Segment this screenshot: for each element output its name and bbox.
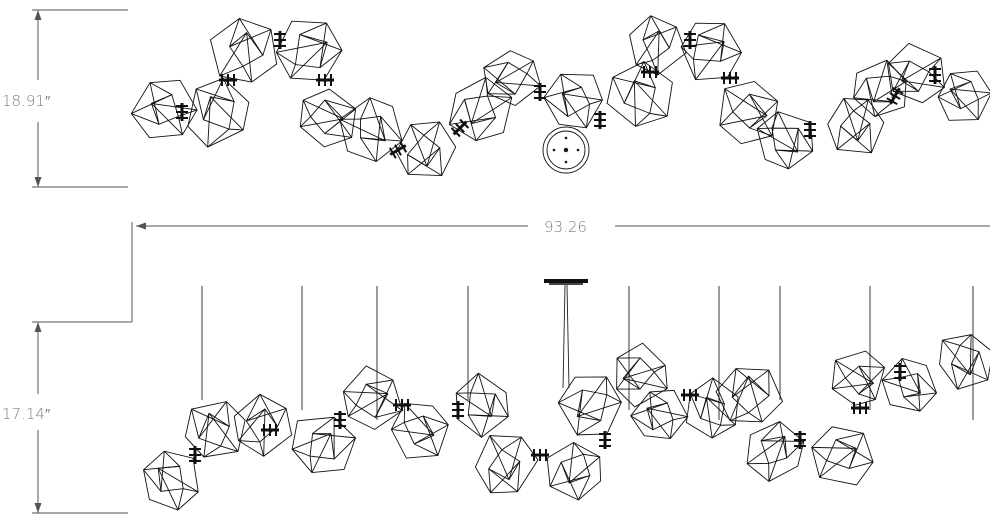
crystal — [143, 450, 199, 511]
connector-clip — [176, 103, 188, 121]
connector-clip — [851, 402, 869, 414]
connector-clip — [594, 111, 606, 129]
side-view-crystal-chain — [143, 334, 990, 511]
crystal — [756, 111, 814, 170]
crystal — [455, 372, 509, 438]
canopy-top-view — [542, 126, 590, 174]
crystal — [390, 402, 449, 459]
crystal — [811, 426, 874, 486]
crystal — [939, 334, 990, 390]
crystal — [187, 77, 250, 148]
connector-clip — [534, 83, 546, 101]
top-height-label: 18.91″ — [2, 92, 51, 110]
crystal — [715, 368, 784, 423]
suspension-rods — [201, 286, 974, 420]
crystal — [291, 416, 357, 474]
connector-clip — [450, 118, 470, 138]
connector-clip — [721, 72, 739, 84]
crystal — [299, 88, 357, 148]
crystal — [616, 342, 668, 408]
crystal — [130, 79, 198, 139]
crystal — [629, 15, 687, 76]
width-label: 93.26 — [544, 218, 587, 236]
connector-clip — [804, 121, 816, 139]
width-dimension: 93.26 — [131, 218, 990, 322]
crystal — [546, 441, 602, 501]
crystal — [719, 80, 779, 145]
crystal — [543, 73, 603, 129]
connector-clip — [452, 401, 464, 419]
connector-clip — [274, 31, 286, 49]
connector-clip — [316, 74, 334, 86]
connector-clip — [388, 141, 408, 159]
crystal — [395, 121, 457, 176]
crystal — [831, 350, 886, 406]
connector-clip — [334, 411, 346, 429]
crystal — [209, 17, 278, 83]
connector-clip — [219, 74, 237, 86]
crystal — [881, 357, 938, 412]
canopy-side-view — [544, 279, 588, 389]
connector-clip — [894, 363, 906, 381]
connector-clip — [189, 446, 201, 464]
crystal — [827, 97, 885, 154]
connector-clip — [929, 66, 941, 84]
connector-clip — [641, 66, 659, 78]
crystal — [746, 421, 805, 482]
crystal — [233, 393, 293, 457]
crystal — [685, 377, 739, 439]
top-view-crystal-chain — [130, 15, 990, 176]
bottom-height-label: 17.14″ — [2, 405, 51, 423]
crystal — [448, 76, 513, 142]
connector-clip — [393, 399, 411, 411]
crystal — [557, 376, 622, 436]
bottom-height-dimension: 17.14″ — [2, 321, 132, 514]
crystal — [937, 70, 990, 121]
crystal — [275, 20, 343, 81]
crystal — [630, 389, 689, 439]
connector-clip — [681, 389, 699, 401]
connector-clip — [599, 431, 611, 449]
top-height-dimension: 18.91″ — [2, 9, 128, 188]
connector-clip — [684, 31, 696, 49]
connector-clip — [531, 449, 549, 461]
crystal — [339, 97, 403, 163]
crystal — [342, 365, 403, 430]
crystal — [184, 401, 246, 458]
crystal — [474, 435, 539, 494]
connector-clip — [794, 431, 806, 449]
connector-clip — [886, 86, 904, 106]
connector-clip — [261, 424, 279, 436]
